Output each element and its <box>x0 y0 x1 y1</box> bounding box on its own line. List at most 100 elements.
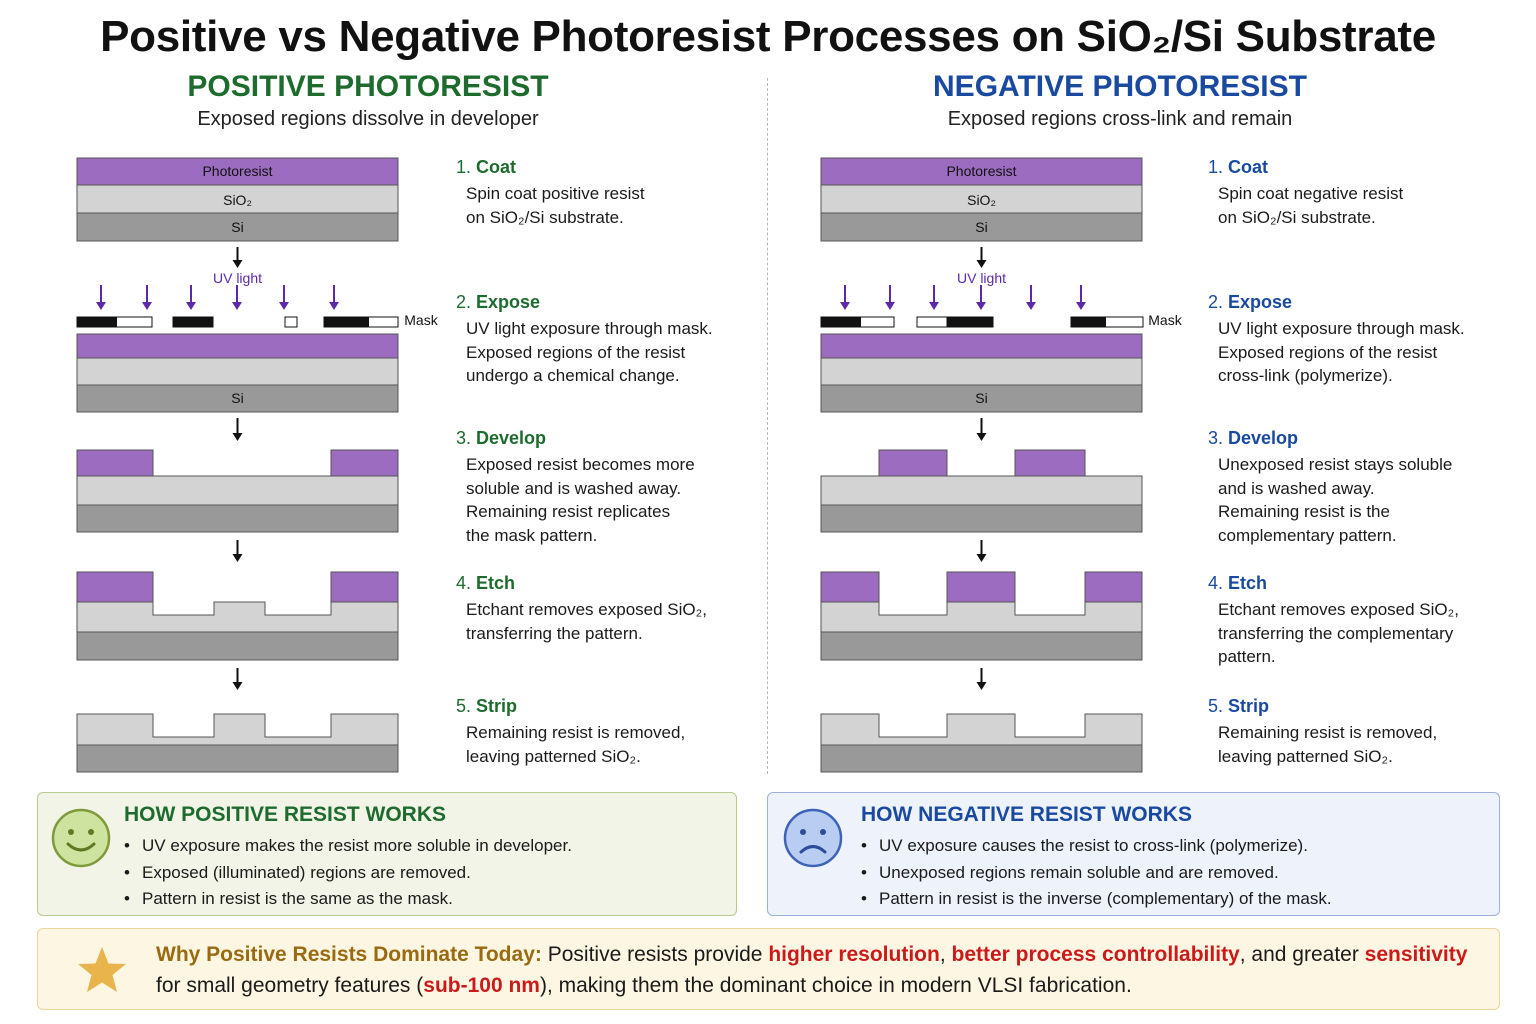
step-title: 1. Coat <box>456 157 756 178</box>
remaining-resist-block <box>1014 449 1086 477</box>
step-description-line: Exposed regions of the resist <box>1218 342 1438 362</box>
sio2-layer <box>820 475 1143 506</box>
arrow-head <box>329 302 339 310</box>
remaining-resist-block <box>330 449 399 477</box>
etched-sio2-layer <box>76 601 399 633</box>
footer-phrase: Positive resists provide <box>547 943 769 966</box>
summary-bullet: Pattern in resist is the inverse (comple… <box>861 886 1332 913</box>
process-arrow <box>232 540 243 562</box>
step-number: 2. <box>1208 292 1229 312</box>
process-arrow <box>976 540 987 562</box>
si-label: Si <box>231 390 243 406</box>
negative-heading: NEGATIVE PHOTORESIST <box>933 70 1307 103</box>
step-title: 2. Expose <box>1208 292 1508 313</box>
arrow-head <box>232 682 243 690</box>
step-description-line: pattern. <box>1218 647 1276 666</box>
step-name: Coat <box>1228 157 1269 177</box>
step-description-line: Remaining resist replicates <box>466 502 671 521</box>
uv-arrow <box>279 285 289 310</box>
step-description: Spin coat positive resist on SiO₂/Si subs… <box>456 182 756 229</box>
arrow-head <box>976 554 987 562</box>
mask-opaque-region <box>821 317 861 327</box>
step-description-line: transferring the complementary <box>1218 623 1454 643</box>
step-title: 5. Strip <box>1208 696 1508 717</box>
arrow-head <box>232 433 243 441</box>
process-arrow <box>232 247 243 268</box>
uv-arrow <box>232 285 242 310</box>
step-description: UV light exposure through mask.Exposed r… <box>1208 317 1508 388</box>
sio2-layer <box>820 357 1143 386</box>
step-name: Develop <box>476 428 547 448</box>
step-number: 3. <box>456 428 477 448</box>
summary-bullet: UV exposure makes the resist more solubl… <box>124 833 572 860</box>
uv-arrow <box>142 285 152 310</box>
process-arrow <box>232 668 243 690</box>
step-description: Remaining resist is removed, leaving patt… <box>456 721 756 768</box>
si-layer <box>76 504 399 533</box>
arrow-head <box>96 302 106 310</box>
positive-summary-list: UV exposure makes the resist more solubl… <box>124 833 572 913</box>
step-title: 4. Etch <box>456 573 756 594</box>
arrow-head <box>840 302 850 310</box>
step-description-line: cross-link (polymerize). <box>1218 366 1393 385</box>
photoresist-layer <box>820 333 1143 359</box>
footer-callout: Why Positive Resists Dominate Today: Pos… <box>37 928 1500 1010</box>
step-number: 5. <box>456 696 477 716</box>
si-layer <box>820 744 1143 773</box>
arrow-head <box>232 302 242 310</box>
mask-opaque-region <box>1071 317 1106 327</box>
arrow-head <box>279 302 289 310</box>
arrow-head <box>232 260 243 268</box>
si-layer <box>820 631 1143 661</box>
step-name: Develop <box>1228 428 1299 448</box>
step-number: 1. <box>456 157 477 177</box>
step-description-line: the mask pattern. <box>466 525 598 545</box>
mask-opaque-region <box>324 317 369 327</box>
step-title: 5. Strip <box>456 696 756 717</box>
step-title: 3. Develop <box>456 428 756 449</box>
step-description-line: on SiO₂/Si substrate. <box>466 207 624 227</box>
step-description-line: Etchant removes exposed SiO₂, <box>466 600 707 619</box>
mask-opaque-region <box>947 317 993 327</box>
step-description-line: Remaining resist is removed, <box>466 723 686 742</box>
step-description-line: Remaining resist is the <box>1218 502 1390 521</box>
step-description: Etchant removes exposed SiO₂, transferrin… <box>456 598 756 645</box>
step-description-line: Remaining resist is removed, <box>1218 723 1438 742</box>
step-name: Strip <box>1228 696 1270 716</box>
footer-lead: Why Positive Resists Dominate Today: <box>156 943 542 966</box>
footer-phrase: , <box>939 943 952 966</box>
step-title: 3. Develop <box>1208 428 1508 449</box>
step-title: 1. Coat <box>1208 157 1508 178</box>
summary-bullet: UV exposure causes the resist to cross-l… <box>861 833 1332 860</box>
sio2-layer <box>76 357 399 386</box>
photoresist-layer <box>76 157 399 186</box>
smiley-face-icon <box>51 808 111 868</box>
arrow-head <box>232 554 243 562</box>
si-label: Si <box>231 219 243 235</box>
uv-light-label: UV light <box>213 270 262 286</box>
remaining-resist-block <box>1084 571 1143 603</box>
sio2-label: SiO₂ <box>967 192 996 208</box>
photoresist-layer <box>76 333 399 359</box>
mask-segment <box>916 316 948 328</box>
si-layer <box>820 384 1143 413</box>
uv-arrow <box>840 285 850 310</box>
step-description-line: leaving patterned SiO₂. <box>466 746 641 766</box>
positive-summary-box: HOW POSITIVE RESIST WORKS UV exposure ma… <box>37 792 737 916</box>
step-description-line: Spin coat positive resist <box>466 184 645 203</box>
sio2-label: SiO₂ <box>223 192 252 208</box>
uv-arrow <box>96 285 106 310</box>
step-description-line: on SiO₂/Si substrate. <box>1218 207 1376 227</box>
step-description-line: transferring the pattern. <box>466 623 643 643</box>
footer-highlight: better process controllability <box>951 943 1240 966</box>
si-layer <box>76 384 399 413</box>
step-title: 2. Expose <box>456 292 756 313</box>
